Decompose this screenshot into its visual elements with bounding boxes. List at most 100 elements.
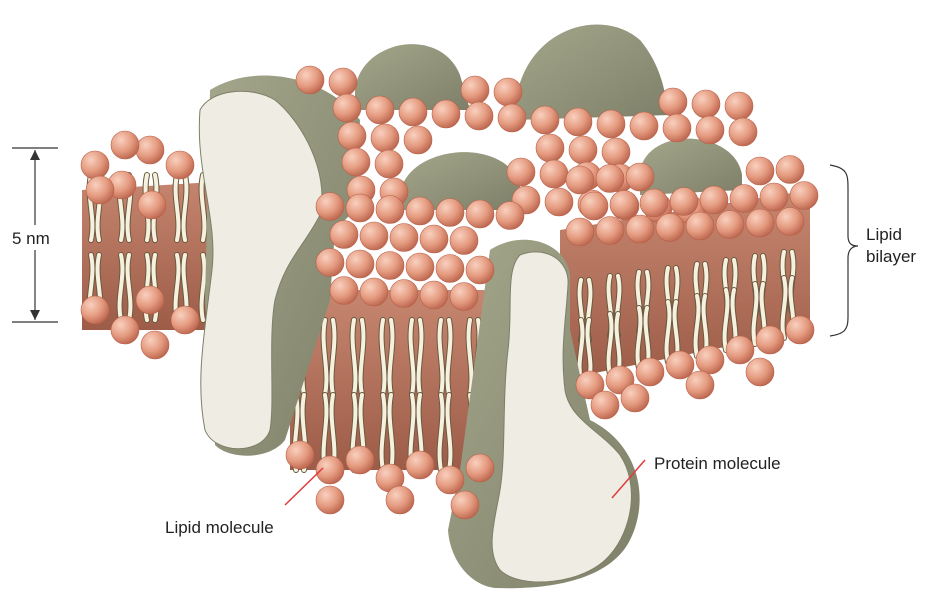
lipid-callout: Lipid molecule xyxy=(165,468,323,537)
lipid-head xyxy=(636,358,664,386)
lipid-head xyxy=(621,384,649,412)
lipid-head xyxy=(540,160,568,188)
lipid-head xyxy=(776,156,804,184)
lipid-head xyxy=(342,148,370,176)
lipid-head xyxy=(580,192,608,220)
lipid-head xyxy=(626,163,654,191)
lipid-head xyxy=(640,189,668,217)
lipid-head xyxy=(375,150,403,178)
lipid-head xyxy=(566,166,594,194)
lipid-head xyxy=(329,68,357,96)
lipid-head xyxy=(465,102,493,130)
lipid-head xyxy=(171,306,199,334)
lipid-head xyxy=(432,100,460,128)
lipid-head xyxy=(591,391,619,419)
lipid-head xyxy=(333,94,361,122)
lipid-head xyxy=(316,249,344,277)
lipid-head xyxy=(406,253,434,281)
bilayer-label-line1: Lipid xyxy=(866,225,902,244)
lipid-head xyxy=(296,66,324,94)
lipid-head xyxy=(746,209,774,237)
lipid-head xyxy=(536,134,564,162)
lipid-head xyxy=(371,124,399,152)
lipid-head xyxy=(141,331,169,359)
lipid-head xyxy=(602,138,630,166)
lipid-head xyxy=(466,256,494,284)
lipid-head xyxy=(406,451,434,479)
lipid-head xyxy=(346,250,374,278)
lipid-head xyxy=(596,217,624,245)
lipid-head xyxy=(346,446,374,474)
lipid-head xyxy=(564,108,592,136)
protein-top-dome-right xyxy=(515,25,670,120)
lipid-head xyxy=(136,136,164,164)
lipid-head xyxy=(316,486,344,514)
lipid-head xyxy=(786,316,814,344)
lipid-head xyxy=(729,118,757,146)
lipid-head xyxy=(746,157,774,185)
lipid-head xyxy=(338,122,366,150)
lipid-head xyxy=(376,196,404,224)
lipid-head xyxy=(461,76,489,104)
lipid-head xyxy=(436,255,464,283)
lipid-head xyxy=(450,283,478,311)
lipid-head xyxy=(696,346,724,374)
lipid-head xyxy=(545,188,573,216)
lipid-head xyxy=(494,78,522,106)
lipid-head xyxy=(386,486,414,514)
lipid-head xyxy=(630,112,658,140)
lipid-head xyxy=(138,191,166,219)
lipid-head xyxy=(725,92,753,120)
lipid-head xyxy=(716,211,744,239)
lipid-head xyxy=(610,191,638,219)
lipid-head xyxy=(496,202,524,230)
thickness-indicator: 5 nm xyxy=(12,148,58,322)
lipid-head xyxy=(330,277,358,305)
lipid-head xyxy=(420,225,448,253)
lipid-head xyxy=(760,183,788,211)
lipid-head xyxy=(566,218,594,246)
lipid-head xyxy=(316,193,344,221)
lipid-head xyxy=(686,371,714,399)
lipid-head xyxy=(376,252,404,280)
lipid-head xyxy=(436,199,464,227)
lipid-head xyxy=(436,466,464,494)
lipid-head xyxy=(420,281,448,309)
lipid-head xyxy=(498,104,526,132)
lipid-head xyxy=(330,221,358,249)
lipid-head xyxy=(666,351,694,379)
lipid-head xyxy=(81,296,109,324)
lipid-head xyxy=(86,176,114,204)
lipid-head xyxy=(166,151,194,179)
lipid-head xyxy=(390,280,418,308)
bilayer-label-line2: bilayer xyxy=(866,247,916,266)
lipid-head xyxy=(663,114,691,142)
lipid-head xyxy=(692,90,720,118)
lipid-head xyxy=(730,185,758,213)
lipid-head xyxy=(360,278,388,306)
lipid-head xyxy=(700,186,728,214)
lipid-head xyxy=(597,110,625,138)
lipid-head xyxy=(450,227,478,255)
lipid-head xyxy=(790,182,818,210)
lipid-head xyxy=(659,88,687,116)
lipid-head xyxy=(366,96,394,124)
lipid-head xyxy=(746,358,774,386)
lipid-head xyxy=(670,188,698,216)
lipid-head xyxy=(451,491,479,519)
lipid-head xyxy=(360,222,388,250)
lipid-head xyxy=(111,131,139,159)
lipid-head xyxy=(596,165,624,193)
lipid-head xyxy=(466,200,494,228)
lipid-head xyxy=(136,286,164,314)
lipid-head xyxy=(466,454,494,482)
protein-label: Protein molecule xyxy=(654,454,781,473)
lipid-head xyxy=(531,106,559,134)
lipid-head xyxy=(81,151,109,179)
lipid-head xyxy=(756,326,784,354)
lipid-head xyxy=(726,336,754,364)
thickness-label: 5 nm xyxy=(12,229,50,248)
lipid-head xyxy=(656,214,684,242)
lipid-label: Lipid molecule xyxy=(165,518,274,537)
